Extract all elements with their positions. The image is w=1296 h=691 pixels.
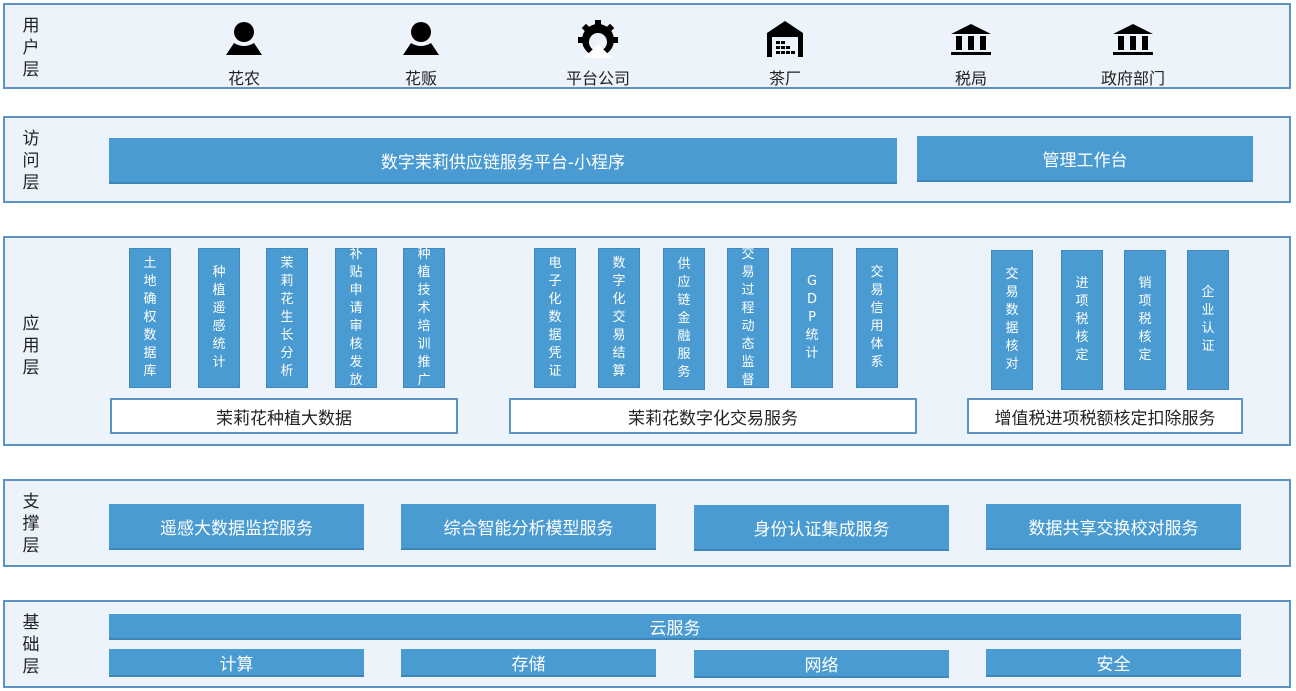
actor-label: 政府部门	[1100, 69, 1165, 88]
actor-government: 政府部门	[1073, 19, 1193, 89]
module-supply-chain-finance[interactable]: 供应链金融服务	[663, 248, 705, 390]
remote-sensing-monitoring-service[interactable]: 遥感大数据监控服务	[109, 504, 364, 550]
security-box[interactable]: 安全	[986, 649, 1241, 677]
module-label: 交易数据核对	[1005, 267, 1019, 372]
module-label: 种植技术培训推广	[417, 247, 431, 388]
person-icon	[226, 22, 262, 55]
data-sharing-exchange-service[interactable]: 数据共享交换校对服务	[986, 504, 1241, 550]
module-transaction-check[interactable]: 交易数据核对	[991, 250, 1033, 390]
actor-flower-trader: 花贩	[361, 19, 481, 89]
label-char: 应	[22, 314, 40, 334]
application-layer-label: 应 用 层	[19, 313, 43, 379]
group-planting-big-data[interactable]: 茉莉花种植大数据	[110, 398, 458, 434]
person-icon	[403, 22, 439, 55]
actor-label: 花农	[227, 69, 260, 88]
storage-box[interactable]: 存储	[401, 649, 656, 677]
label-char: 访	[22, 129, 40, 149]
label-char: 层	[22, 60, 40, 80]
government-building-icon	[951, 24, 991, 55]
actor-label: 茶厂	[768, 69, 801, 88]
module-input-tax-assessment[interactable]: 进项税核定	[1061, 250, 1103, 390]
label-char: 户	[22, 38, 40, 58]
module-credit-system[interactable]: 交易信用体系	[856, 248, 898, 388]
module-growth-analysis[interactable]: 茉莉花生长分析	[266, 248, 308, 388]
module-label: 茉莉花生长分析	[280, 256, 294, 379]
infrastructure-layer-label: 基 础 层	[19, 612, 43, 678]
actor-tax-bureau: 税局	[911, 19, 1031, 89]
module-label: GDP统计	[805, 274, 819, 361]
intelligent-analysis-model-service[interactable]: 综合智能分析模型服务	[401, 504, 656, 550]
label-char: 基	[22, 613, 40, 633]
module-digital-settlement[interactable]: 数字化交易结算	[598, 248, 640, 388]
gear-icon	[578, 20, 618, 58]
module-label: 销项税核定	[1138, 276, 1152, 363]
mini-program-platform-box[interactable]: 数字茉莉供应链服务平台-小程序	[109, 138, 897, 184]
module-tech-training[interactable]: 种植技术培训推广	[403, 247, 445, 388]
actor-label: 平台公司	[565, 69, 630, 88]
module-label: 供应链金融服务	[677, 257, 691, 380]
support-layer: 支 撑 层 遥感大数据监控服务 综合智能分析模型服务 身份认证集成服务 数据共享…	[3, 479, 1291, 567]
module-land-rights-db[interactable]: 土地确权数据库	[129, 248, 171, 388]
cloud-service-bar[interactable]: 云服务	[109, 614, 1241, 640]
support-layer-label: 支 撑 层	[19, 491, 43, 557]
actor-tea-factory: 茶厂	[725, 19, 845, 89]
module-e-data-voucher[interactable]: 电子化数据凭证	[534, 248, 576, 388]
module-label: 补贴申请审核发放	[349, 247, 363, 388]
application-layer: 应 用 层 土地确权数据库 种植遥感统计 茉莉花生长分析 补贴申请审核发放 种植…	[3, 236, 1291, 446]
module-subsidy-review[interactable]: 补贴申请审核发放	[335, 247, 377, 388]
user-layer-label: 用 户 层	[19, 15, 43, 81]
government-building-icon	[1113, 24, 1153, 55]
group-vat-deduction[interactable]: 增值税进项税额核定扣除服务	[967, 398, 1243, 434]
module-label: 企业认证	[1201, 285, 1215, 354]
label-char: 撑	[22, 514, 40, 534]
actor-platform-company: 平台公司	[538, 19, 658, 89]
warehouse-icon	[767, 21, 803, 57]
module-planting-remote-sensing[interactable]: 种植遥感统计	[198, 248, 240, 388]
network-box[interactable]: 网络	[694, 650, 949, 678]
module-label: 交易信用体系	[870, 265, 884, 370]
access-layer-label: 访 问 层	[19, 128, 43, 194]
group-digital-trading[interactable]: 茉莉花数字化交易服务	[509, 398, 917, 434]
access-layer: 访 问 层 数字茉莉供应链服务平台-小程序 管理工作台	[3, 116, 1291, 203]
infrastructure-layer: 基 础 层 云服务 计算 存储 网络 安全	[3, 600, 1291, 688]
module-enterprise-certification[interactable]: 企业认证	[1187, 250, 1229, 390]
management-console-box[interactable]: 管理工作台	[917, 136, 1253, 182]
label-char: 础	[22, 635, 40, 655]
module-label: 电子化数据凭证	[548, 256, 562, 379]
label-char: 层	[22, 536, 40, 556]
label-char: 用	[22, 336, 40, 356]
module-transaction-monitoring[interactable]: 交易过程动态监督	[727, 247, 769, 388]
module-label: 交易过程动态监督	[741, 247, 755, 388]
actor-farmer: 花农	[184, 19, 304, 89]
actor-label: 税局	[954, 69, 987, 88]
module-label: 种植遥感统计	[212, 265, 226, 370]
module-label: 数字化交易结算	[612, 256, 626, 379]
compute-box[interactable]: 计算	[109, 649, 364, 677]
user-layer: 用 户 层 花农 花贩 平台公司	[3, 3, 1291, 89]
identity-auth-service[interactable]: 身份认证集成服务	[694, 505, 949, 551]
label-char: 支	[22, 492, 40, 512]
label-char: 问	[22, 151, 40, 171]
label-char: 层	[22, 657, 40, 677]
label-char: 层	[22, 173, 40, 193]
module-label: 土地确权数据库	[143, 256, 157, 379]
module-gdp-statistics[interactable]: GDP统计	[791, 248, 833, 388]
label-char: 用	[22, 16, 40, 36]
module-label: 进项税核定	[1075, 276, 1089, 363]
actor-label: 花贩	[404, 69, 437, 88]
module-output-tax-assessment[interactable]: 销项税核定	[1124, 250, 1166, 390]
label-char: 层	[22, 358, 40, 378]
